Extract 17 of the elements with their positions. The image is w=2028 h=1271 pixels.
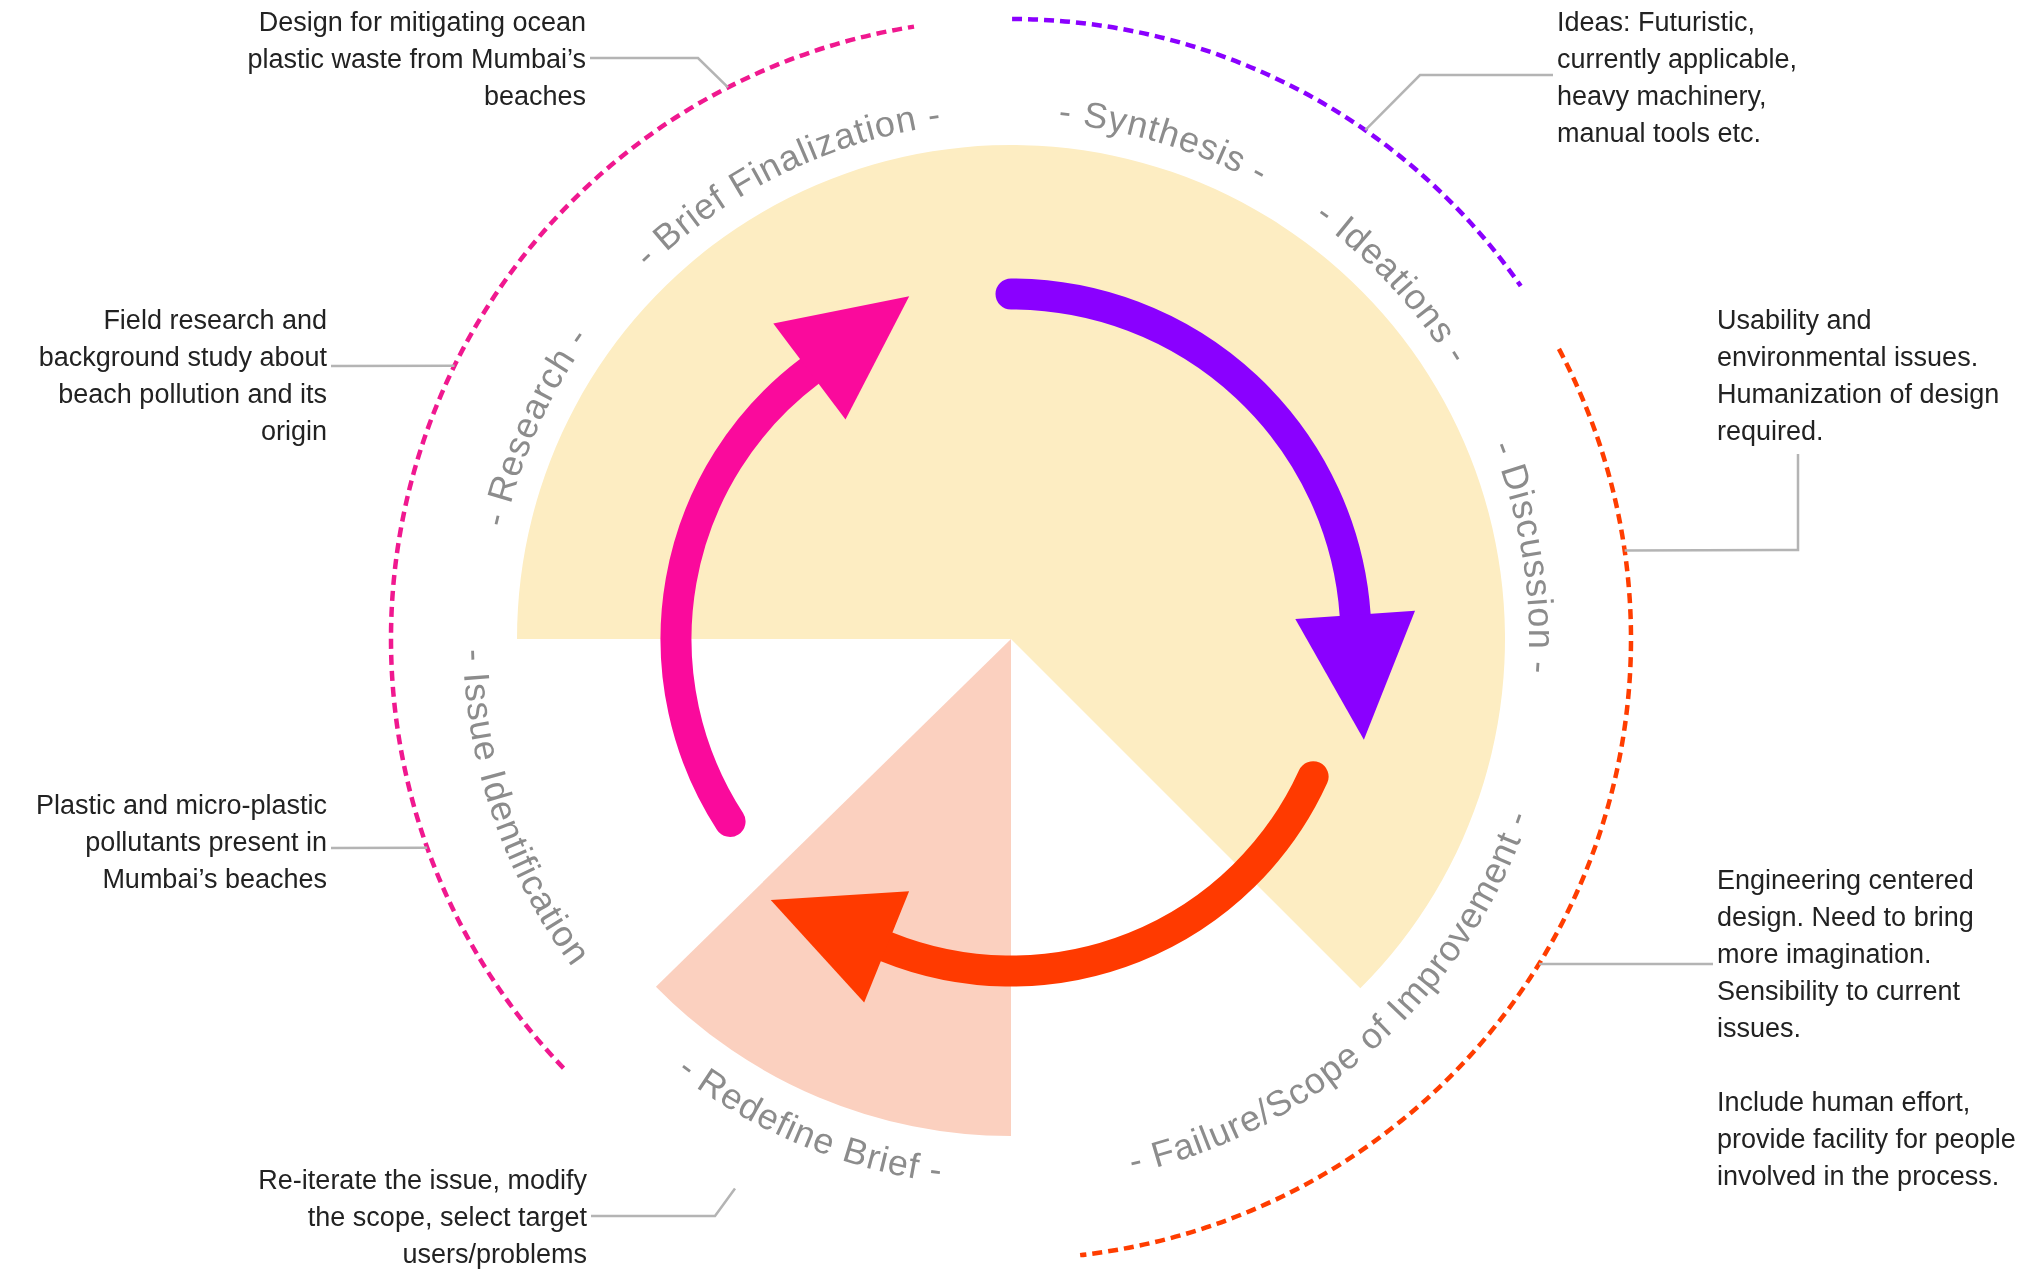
leader-line [590, 56, 729, 89]
leader-line [591, 1187, 736, 1218]
leader-line [331, 364, 455, 368]
curved-arrow-shape [770, 761, 1329, 1003]
annotation-text: Design for mitigating ocean plastic waste from Mumbai’s beaches [246, 6, 586, 113]
leader-line [1624, 454, 1800, 552]
leader-line [1539, 962, 1713, 966]
annotation-text: Re-iterate the issue, modify the scope, select target users/problems [257, 1164, 587, 1271]
annotation-text: Engineering centered design. Need to bring more imagination. Sensibility to current issues. [1717, 864, 1975, 1045]
annotation-text: Usability and environmental issues. Humanization of design required. [1717, 304, 2001, 448]
annotation-text: Plastic and micro-plastic pollutants present in Mumbai’s beaches [34, 789, 327, 896]
curved-arrow-shape [660, 296, 910, 837]
annotation-text: Include human effort, provide facility for people involved in the process. [1717, 1086, 2017, 1193]
leader-line [331, 846, 428, 850]
annotation-text: Field research and background study about beach pollution and its origin [37, 304, 327, 448]
annotation-text: Ideas: Futuristic, currently applicable, heavy machinery, manual tools etc. [1557, 6, 1799, 150]
leader-line [1364, 73, 1553, 132]
